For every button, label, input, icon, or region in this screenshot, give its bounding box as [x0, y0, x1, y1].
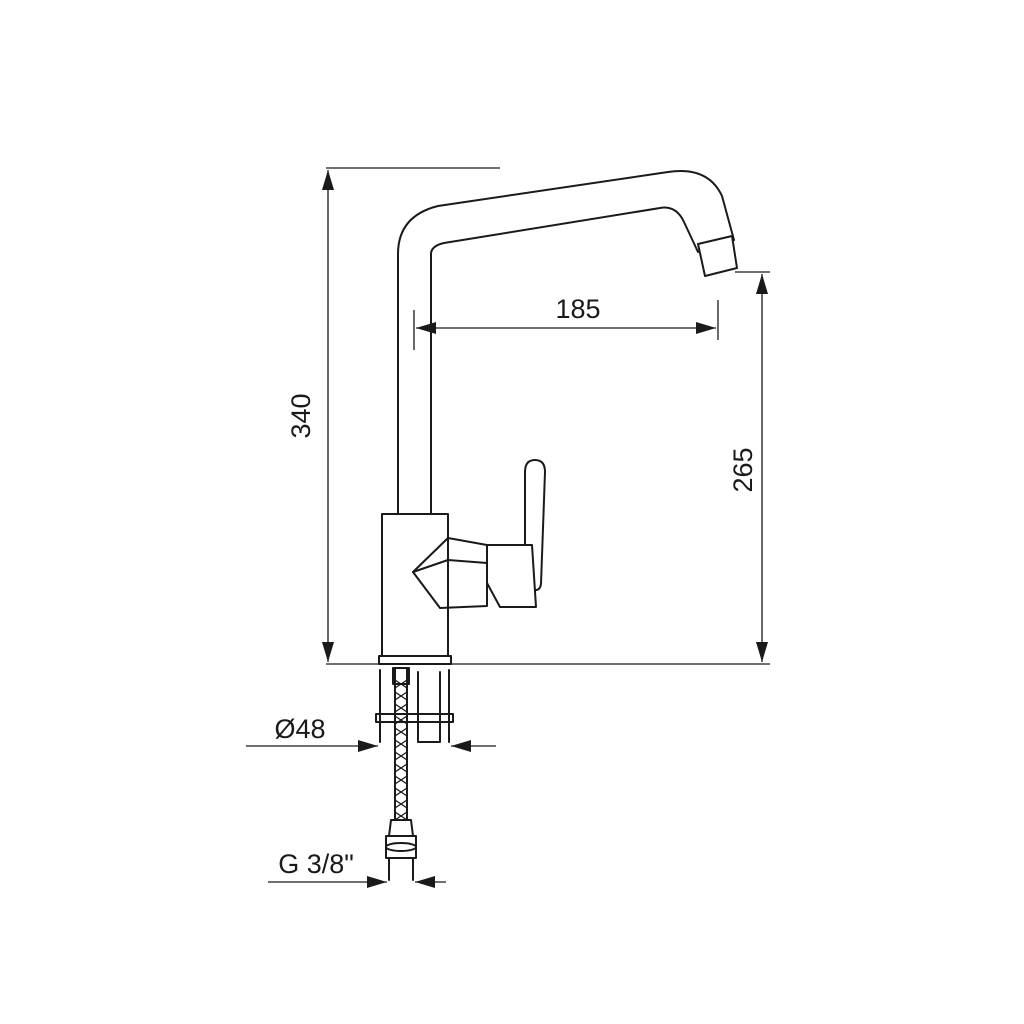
lever-block: [486, 544, 537, 608]
arrow-48-left: [358, 740, 378, 752]
arrow-265-bottom: [756, 642, 768, 662]
mounting-rod: [417, 671, 441, 743]
arrow-185-left: [416, 322, 436, 334]
arrow-g38-left: [367, 876, 387, 888]
dim-label-185: 185: [555, 294, 600, 324]
faucet-outline: [375, 170, 738, 881]
dimension-spout-reach: 185: [413, 294, 719, 350]
dimension-base-diameter: Ø48: [246, 714, 496, 752]
dimension-connection: G 3/8": [268, 849, 446, 888]
lever-housing: [412, 537, 488, 609]
dim-label-340: 340: [286, 393, 316, 438]
lever-housing-edge: [412, 559, 488, 573]
hose-connector-tail: [388, 857, 414, 881]
arrow-340-top: [322, 170, 334, 190]
spout-aerator: [697, 235, 738, 277]
lever-handle: [524, 459, 546, 591]
hose-nut-top: [385, 842, 417, 852]
hose-top-fitting: [392, 667, 410, 685]
dim-label-g38: G 3/8": [278, 849, 354, 879]
arrow-48-right: [451, 740, 471, 752]
dimension-spout-height: 265: [728, 271, 770, 662]
mixer-body: [381, 513, 449, 657]
arrow-g38-right: [415, 876, 435, 888]
hose-connector: [388, 819, 414, 837]
arrow-185-right: [696, 322, 716, 334]
arrow-265-top: [756, 274, 768, 294]
mounting-washer: [375, 713, 454, 723]
hose-nut: [385, 835, 417, 859]
dim-label-48: Ø48: [274, 714, 325, 744]
dim-label-265: 265: [728, 447, 758, 492]
hose-braid: [394, 679, 408, 821]
arrow-340-bottom: [322, 642, 334, 662]
base-flange: [378, 655, 452, 665]
faucet-column-inner: [430, 206, 699, 515]
dimension-total-height: 340: [286, 167, 770, 665]
faucet-column: [397, 170, 735, 515]
